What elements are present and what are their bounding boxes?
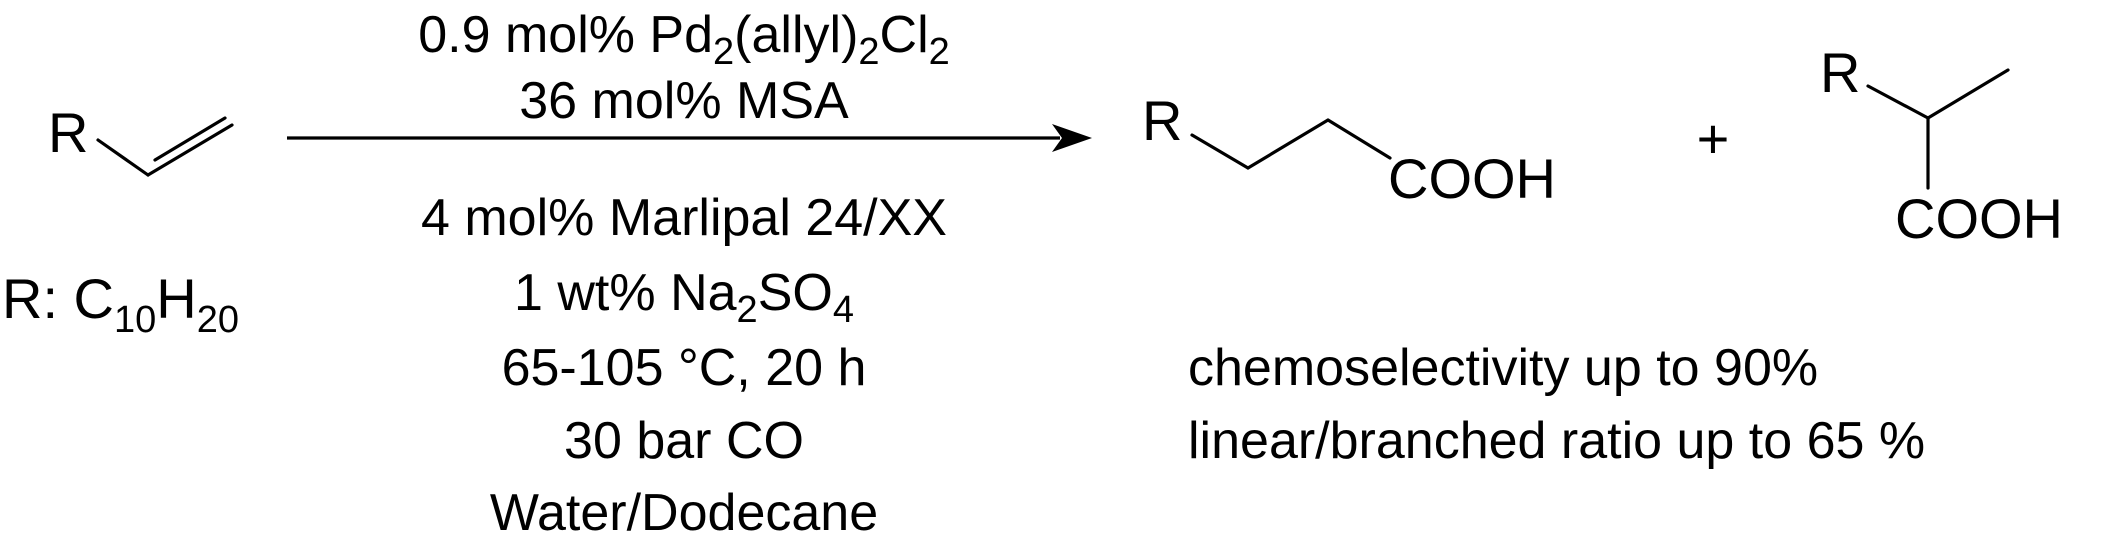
reactant-r-label: R [48, 101, 88, 164]
result-chemoselectivity: chemoselectivity up to 90% [1188, 339, 1818, 397]
branched-bond-r [1866, 84, 1930, 120]
conditions-solvent: Water/Dodecane [490, 484, 878, 539]
conditions-surfactant: 4 mol% Marlipal 24/XX [421, 189, 947, 247]
linear-product-structure: R COOH [1142, 89, 1556, 210]
conditions-temperature-time: 65-105 °C, 20 h [502, 339, 867, 397]
conditions-salt: 1 wt% Na2SO4 [514, 264, 854, 331]
reactant-structure: R [48, 101, 234, 177]
linear-bond-2 [1246, 118, 1330, 170]
linear-product-r-label: R [1142, 89, 1182, 152]
reactant-single-bond [96, 138, 150, 177]
reaction-arrow [287, 124, 1092, 152]
reactant-r-definition: R: C10H20 [2, 267, 239, 341]
conditions-acid: 36 mol% MSA [519, 72, 849, 130]
linear-bond-3 [1326, 118, 1392, 160]
branched-product-structure: R COOH [1820, 41, 2063, 250]
branched-bond-methyl [1926, 68, 2010, 120]
reactant-double-bond-a [146, 123, 234, 177]
linear-bond-1 [1190, 133, 1250, 170]
branched-product-cooh: COOH [1895, 187, 2063, 250]
conditions-pressure: 30 bar CO [564, 412, 804, 470]
reactant-double-bond-b [153, 116, 227, 162]
linear-product-cooh: COOH [1388, 147, 1556, 210]
conditions-catalyst: 0.9 mol% Pd2(allyl)2Cl2 [418, 6, 950, 73]
plus-sign: + [1697, 107, 1730, 170]
result-linear-branched-ratio: linear/branched ratio up to 65 % [1188, 412, 1925, 470]
branched-product-r-label: R [1820, 41, 1860, 104]
